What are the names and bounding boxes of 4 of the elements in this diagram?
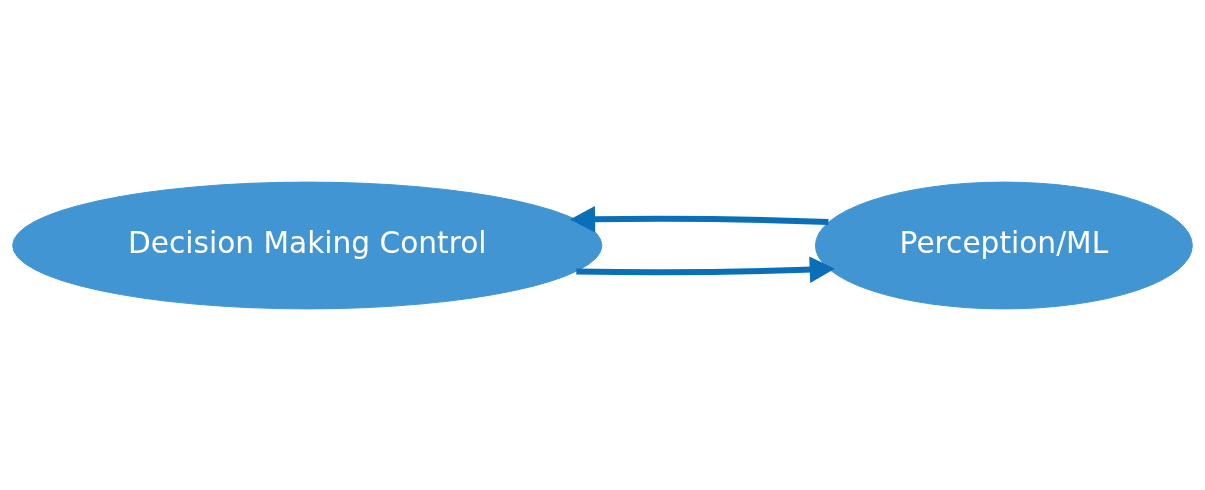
arrow	[576, 256, 835, 283]
node-ellipse: Perception/ML	[814, 181, 1193, 309]
arrow	[569, 205, 829, 232]
node-ellipse: Decision Making Control	[12, 181, 603, 309]
